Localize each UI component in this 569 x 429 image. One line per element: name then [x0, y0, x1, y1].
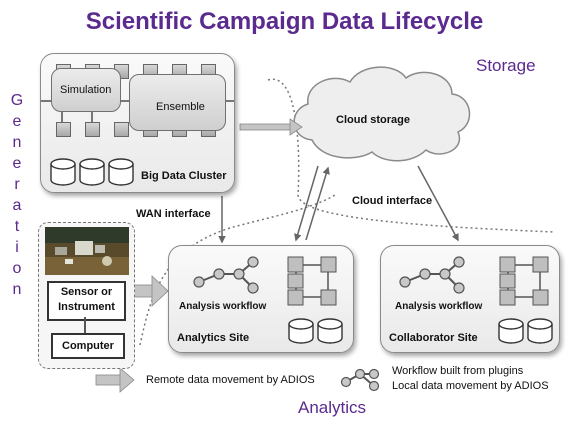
legend-arrow-icon: [95, 367, 135, 393]
arrow-analytics-to-cloud: [305, 166, 330, 241]
storage-label: Storage: [476, 56, 536, 75]
arrow-cloud-to-collaborator: [417, 165, 459, 242]
legend-remote-text: Remote data movement by ADIOS: [146, 374, 315, 386]
analytics-site-label: Analytics Site: [177, 332, 250, 344]
node-grid-icon: [499, 256, 549, 306]
instrument-site-panel: Sensor or Instrument Computer: [38, 222, 135, 369]
simulation-box: Simulation: [51, 68, 121, 112]
analytics-workflow-label: Analysis workflow: [179, 301, 267, 312]
arrow-cluster-to-cloud: [239, 118, 303, 136]
sensor-instrument-box: Sensor or Instrument: [47, 281, 126, 321]
collaborator-workflow-label: Analysis workflow: [395, 301, 483, 312]
big-data-cluster-panel: Ensemble Simulation Big Data Cluster: [40, 53, 235, 193]
node-icon: [56, 122, 71, 137]
generation-letter: e: [12, 113, 22, 130]
analytics-site-panel: Analysis workflow Analytics Site: [168, 245, 354, 353]
node-icon: [114, 122, 129, 137]
computer-box: Computer: [51, 333, 125, 359]
cloud-interface-label: Cloud interface: [352, 195, 433, 207]
collaborator-site-panel: Analysis workflow Collaborator Site: [380, 245, 560, 353]
ensemble-box: Ensemble: [129, 74, 226, 131]
workflow-plugin-icon: [193, 256, 259, 294]
generation-letter: o: [12, 260, 22, 277]
generation-letter: r: [14, 176, 20, 193]
facility-photo: [45, 227, 129, 275]
cloud-shape: [293, 66, 471, 162]
storage-disk-icons: [288, 318, 343, 344]
generation-letter: n: [12, 134, 22, 151]
workflow-plugin-icon: [399, 256, 465, 294]
cloud-storage-label: Cloud storage: [336, 114, 410, 126]
storage-disk-icons: [498, 318, 553, 344]
storage-divider: [267, 78, 556, 233]
collaborator-site-label: Collaborator Site: [389, 332, 478, 344]
generation-letter: i: [15, 239, 19, 256]
generation-letter: e: [12, 155, 22, 172]
generation-letter: t: [14, 218, 20, 235]
node-icon: [85, 122, 100, 137]
legend-workflow-text-2: Local data movement by ADIOS: [392, 380, 549, 392]
wan-interface-label: WAN interface: [136, 208, 211, 220]
generation-letter: n: [12, 281, 22, 298]
storage-disk-icons: [50, 158, 134, 186]
node-grid-icon: [287, 256, 337, 306]
legend-workflow-text-1: Workflow built from plugins: [392, 365, 524, 377]
legend-workflow-icon: [340, 368, 380, 392]
generation-letter: G: [10, 92, 24, 109]
simulation-label: Simulation: [60, 84, 112, 96]
generation-letter: a: [12, 197, 22, 214]
analytics-label: Analytics: [298, 398, 367, 417]
ensemble-label: Ensemble: [156, 101, 205, 113]
arrow-cloud-to-analytics: [294, 165, 319, 242]
diagram-title: Scientific Campaign Data Lifecycle: [85, 8, 484, 35]
big-data-cluster-label: Big Data Cluster: [141, 170, 227, 182]
